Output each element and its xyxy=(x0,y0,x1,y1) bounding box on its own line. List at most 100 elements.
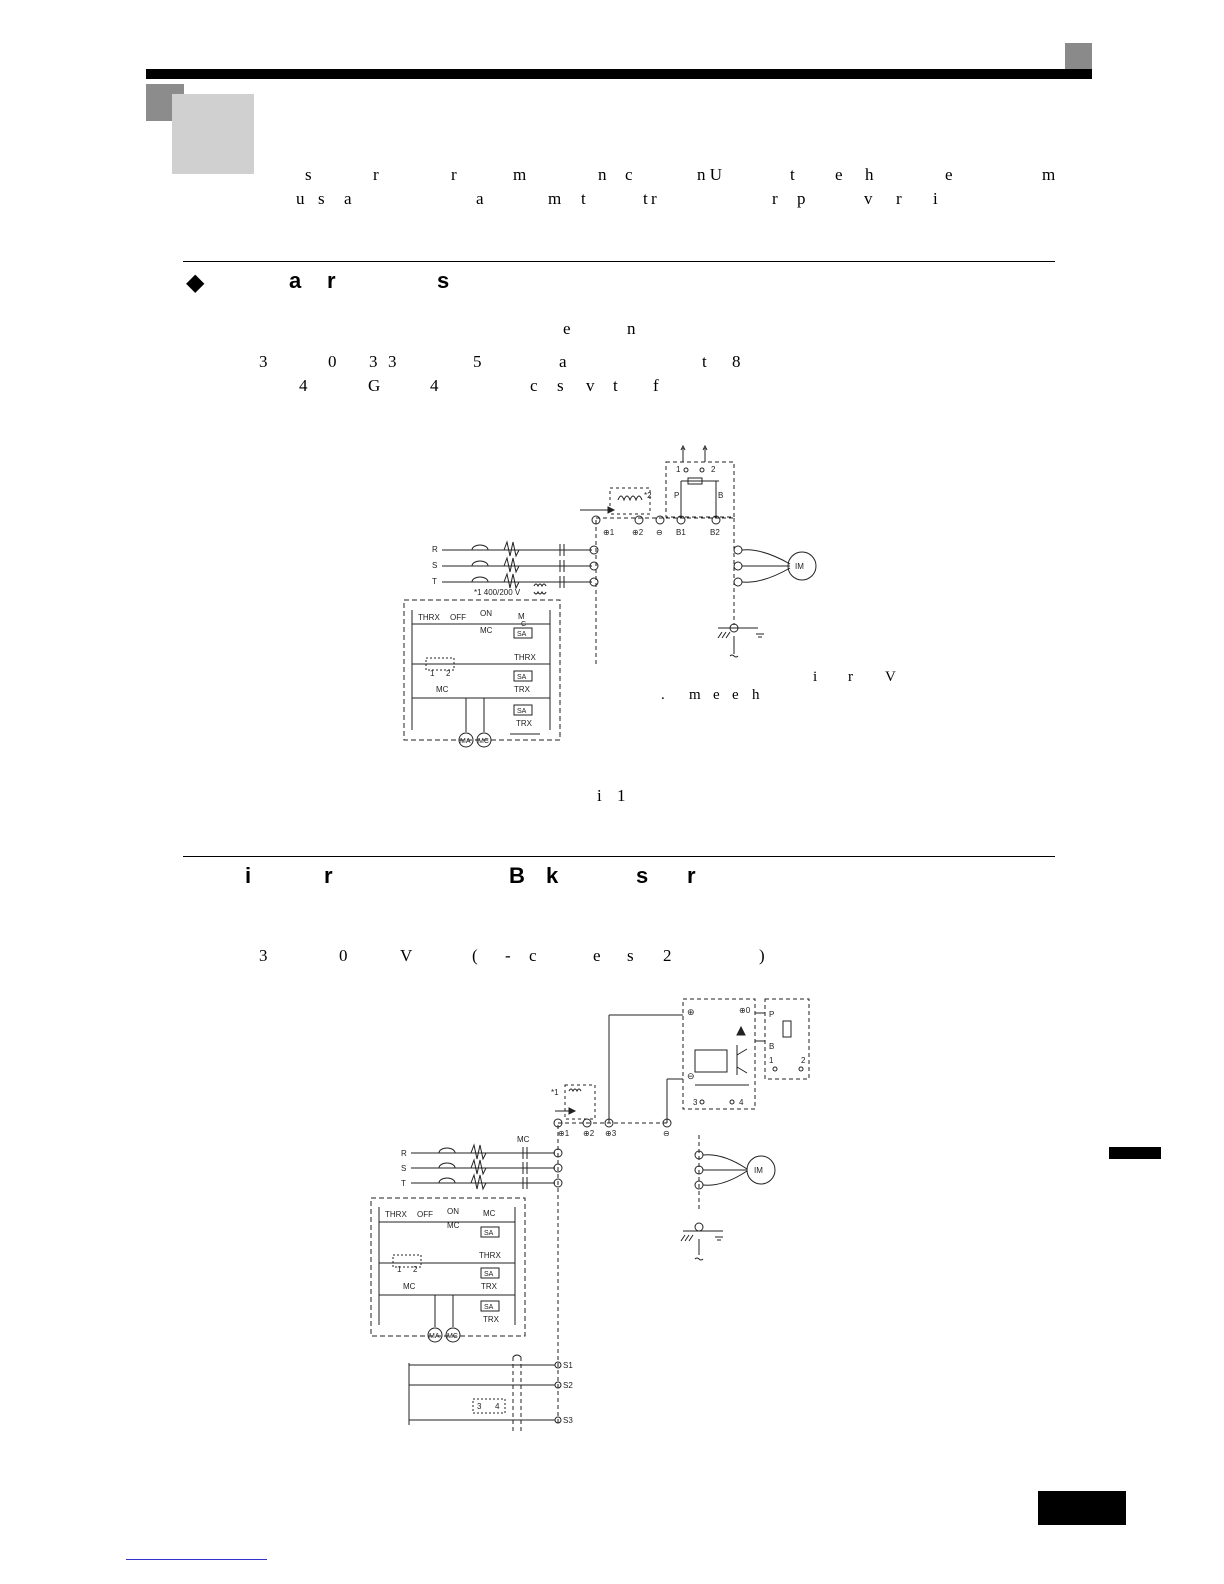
diagram-1-note-line-2: . m e e h xyxy=(661,687,760,703)
phase-t: T xyxy=(432,577,437,586)
section-1-marker: ◆ xyxy=(186,269,205,296)
svg-text:S: S xyxy=(401,1164,406,1173)
wiring-diagram-2: ⊕ ⊕0 ⊖ 3 4 P B 1 2 *1 ⊕1 ⊕2 ⊕3 ⊖ R S T M… xyxy=(370,998,810,1433)
svg-text:SA: SA xyxy=(484,1271,494,1278)
svg-text:MC: MC xyxy=(436,685,449,694)
section-2-heading: i r B k s r xyxy=(245,863,696,888)
resistor-label-p: P xyxy=(674,491,679,500)
svg-text:⊕2: ⊕2 xyxy=(583,1129,595,1138)
motor-label: IM xyxy=(795,562,804,571)
svg-text:2: 2 xyxy=(446,669,451,678)
section-1-rule xyxy=(183,261,1055,262)
svg-text:⊖: ⊖ xyxy=(687,1071,695,1081)
svg-text:THRX: THRX xyxy=(514,653,536,662)
section-2-rule xyxy=(183,856,1055,857)
output-lines xyxy=(733,545,791,587)
input-lines xyxy=(442,540,599,590)
svg-text:S3: S3 xyxy=(563,1416,573,1425)
svg-text:⊕1: ⊕1 xyxy=(558,1129,570,1138)
terminal-minus: ⊖ xyxy=(656,528,663,537)
svg-text:MC: MC xyxy=(447,1333,458,1340)
phase-r: R xyxy=(432,545,438,554)
svg-text:R: R xyxy=(401,1149,407,1158)
svg-text:⊕3: ⊕3 xyxy=(605,1129,617,1138)
svg-text:4: 4 xyxy=(495,1402,500,1411)
svg-text:TRX: TRX xyxy=(481,1282,498,1291)
reactor-note: *2 xyxy=(644,491,652,500)
control-circuit-box xyxy=(403,599,561,741)
svg-text:ON: ON xyxy=(447,1207,459,1216)
motor-circle xyxy=(787,551,817,581)
svg-text:M: M xyxy=(518,612,525,621)
svg-text:T: T xyxy=(401,1179,406,1188)
svg-text:⊖: ⊖ xyxy=(663,1129,670,1138)
resistor-label-1: 1 xyxy=(676,465,681,474)
section-2-para-line-1: 3 0 V ( - c e s 2 ) xyxy=(259,946,765,965)
svg-text:2: 2 xyxy=(413,1265,418,1274)
svg-text:TRX: TRX xyxy=(483,1315,500,1324)
svg-text:IM: IM xyxy=(754,1166,763,1175)
section-1-para-line-3: 4 G 4 c s v t f xyxy=(299,376,659,395)
braking-unit-box xyxy=(682,998,756,1110)
svg-text:MC: MC xyxy=(480,626,493,635)
svg-text:MA: MA xyxy=(429,1333,440,1340)
control-circuit-box-2 xyxy=(370,1197,526,1337)
section-1-para-line-2: 3 0 3 3 5 a t 8 xyxy=(259,352,741,371)
section-1-para-line-1: e n xyxy=(563,319,636,338)
svg-text:THRX: THRX xyxy=(385,1210,407,1219)
resistor-label-2: 2 xyxy=(711,465,716,474)
svg-text:OFF: OFF xyxy=(450,613,466,622)
svg-text:THRX: THRX xyxy=(479,1251,501,1260)
svg-text:MC: MC xyxy=(483,1209,496,1218)
svg-text:SA: SA xyxy=(484,1230,494,1237)
svg-text:SA: SA xyxy=(517,708,527,715)
svg-text:⊕0: ⊕0 xyxy=(739,1006,751,1015)
phase-s: S xyxy=(432,561,437,570)
svg-text:SA: SA xyxy=(517,631,527,638)
svg-text:TRX: TRX xyxy=(514,685,531,694)
input-lines-2 xyxy=(411,1143,563,1191)
resistor-unit-box xyxy=(665,461,735,518)
svg-text:⊕: ⊕ xyxy=(687,1007,695,1017)
section-1-heading: a r s xyxy=(289,268,450,293)
transformer-label: *1 400/200 V xyxy=(474,588,521,597)
wiring-diagram-1: 1 2 P B *2 ⊕1 ⊕2 ⊖ B1 B2 R S T IM *1 400 xyxy=(403,444,817,748)
resistor-label-b: B xyxy=(718,491,723,500)
svg-text:OFF: OFF xyxy=(417,1210,433,1219)
svg-text:4: 4 xyxy=(739,1098,744,1107)
footer-link-underline[interactable] xyxy=(126,1559,267,1560)
svg-text:1: 1 xyxy=(769,1056,774,1065)
svg-text:SA: SA xyxy=(517,674,527,681)
svg-text:P: P xyxy=(769,1010,774,1019)
svg-text:1: 1 xyxy=(430,669,435,678)
svg-text:1: 1 xyxy=(397,1265,402,1274)
svg-text:MA: MA xyxy=(460,738,471,745)
diagram-1-note-line-1: i r V xyxy=(813,669,896,685)
svg-text:3: 3 xyxy=(693,1098,698,1107)
intro-line-2: u s a a m t t r r p v r i xyxy=(296,189,938,208)
chapter-mark-light xyxy=(172,94,254,174)
svg-text:MC: MC xyxy=(517,1135,530,1144)
svg-text:SA: SA xyxy=(484,1304,494,1311)
terminal-p2: ⊕2 xyxy=(632,528,644,537)
svg-text:MC: MC xyxy=(478,738,489,745)
svg-text:ON: ON xyxy=(480,609,492,618)
terminal-b2: B2 xyxy=(710,528,720,537)
svg-text:TRX: TRX xyxy=(516,719,533,728)
motor-circle-2 xyxy=(746,1155,776,1185)
terminal-p1: ⊕1 xyxy=(603,528,615,537)
svg-text:S1: S1 xyxy=(563,1361,573,1370)
svg-text:MC: MC xyxy=(403,1282,416,1291)
svg-text:S2: S2 xyxy=(563,1381,573,1390)
intro-line-1: s r r m n c n U t e h e m xyxy=(305,165,1056,184)
svg-text:3: 3 xyxy=(477,1402,482,1411)
svg-text:B: B xyxy=(769,1042,774,1051)
note-1: *1 xyxy=(551,1088,559,1097)
corner-tab-top-right xyxy=(1065,43,1092,69)
svg-text:2: 2 xyxy=(801,1056,806,1065)
side-index-tab xyxy=(1109,1147,1161,1159)
terminal-b1: B1 xyxy=(676,528,686,537)
svg-text:THRX: THRX xyxy=(418,613,440,622)
svg-text:MC: MC xyxy=(447,1221,460,1230)
page-number-block xyxy=(1038,1491,1126,1525)
